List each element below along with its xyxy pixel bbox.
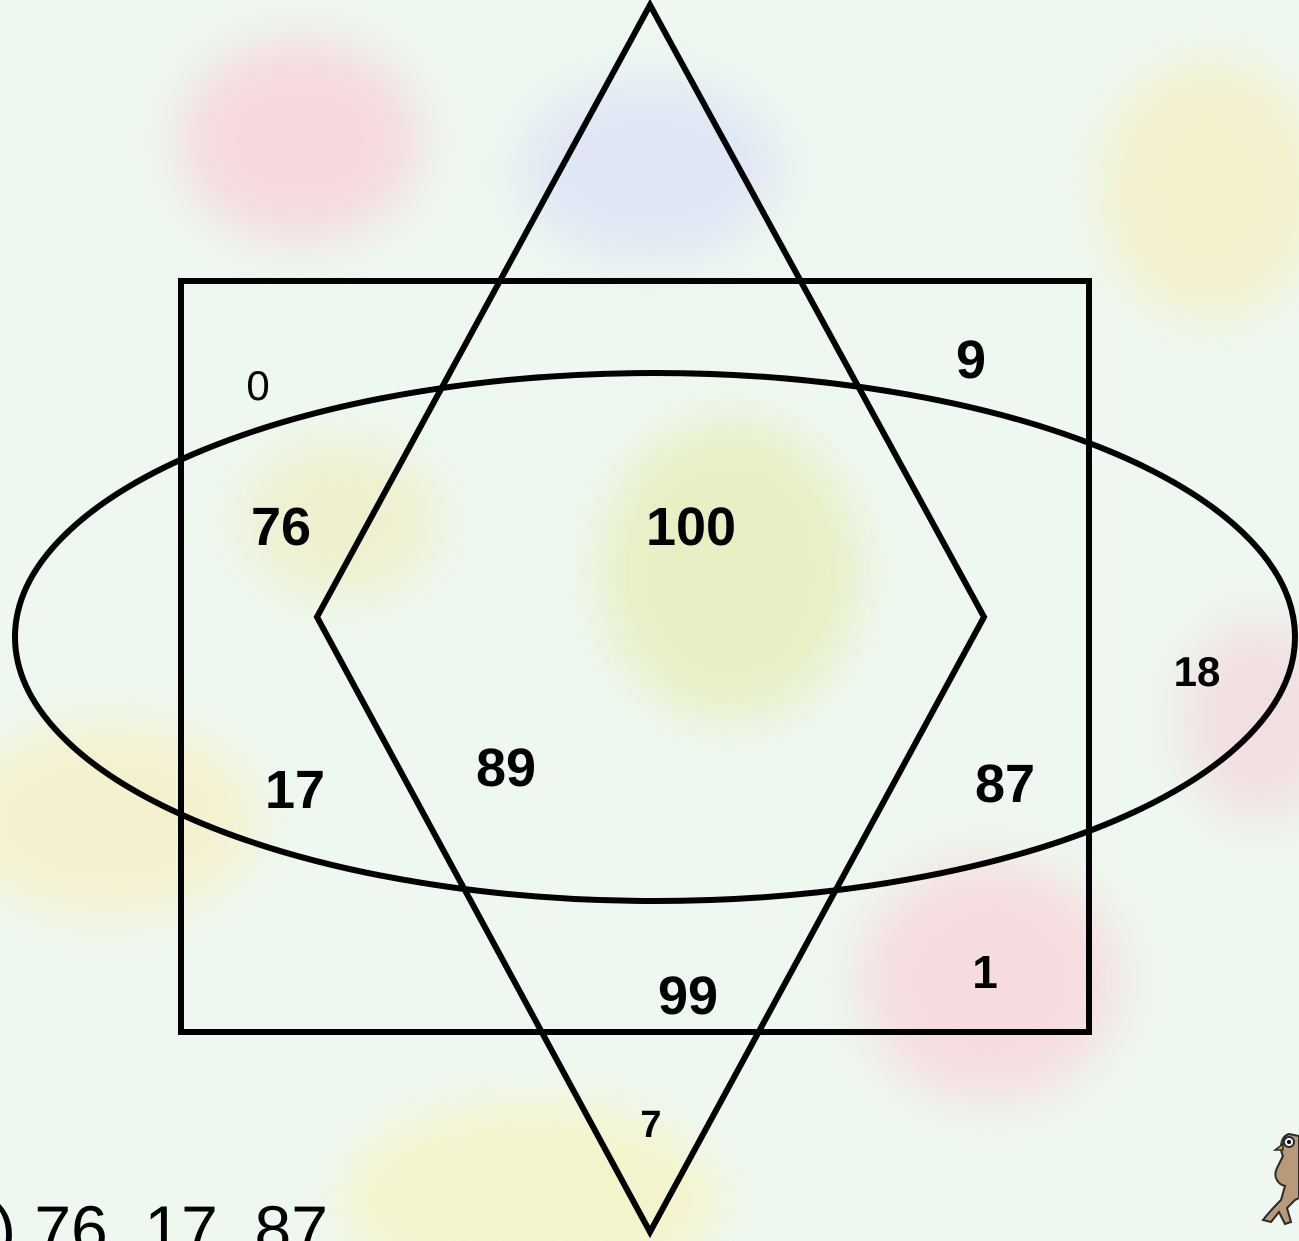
ellipse-shape — [15, 373, 1295, 901]
region-label-9: 9 — [956, 330, 986, 390]
answer-text: ) 76, 17, 87 — [0, 1196, 328, 1241]
region-label-7: 7 — [640, 1104, 661, 1146]
region-label-99: 99 — [658, 966, 718, 1026]
rectangle-shape — [181, 281, 1089, 1032]
region-label-87: 87 — [975, 754, 1035, 814]
region-label-1: 1 — [972, 946, 998, 998]
region-label-17: 17 — [265, 760, 325, 820]
region-label-76: 76 — [251, 497, 311, 557]
hexagram-shape — [317, 5, 984, 1232]
region-label-0: 0 — [246, 362, 269, 409]
region-label-100: 100 — [646, 497, 736, 557]
region-label-89: 89 — [476, 738, 536, 798]
region-label-18: 18 — [1174, 648, 1221, 695]
bird-mascot-icon — [1259, 1128, 1299, 1241]
